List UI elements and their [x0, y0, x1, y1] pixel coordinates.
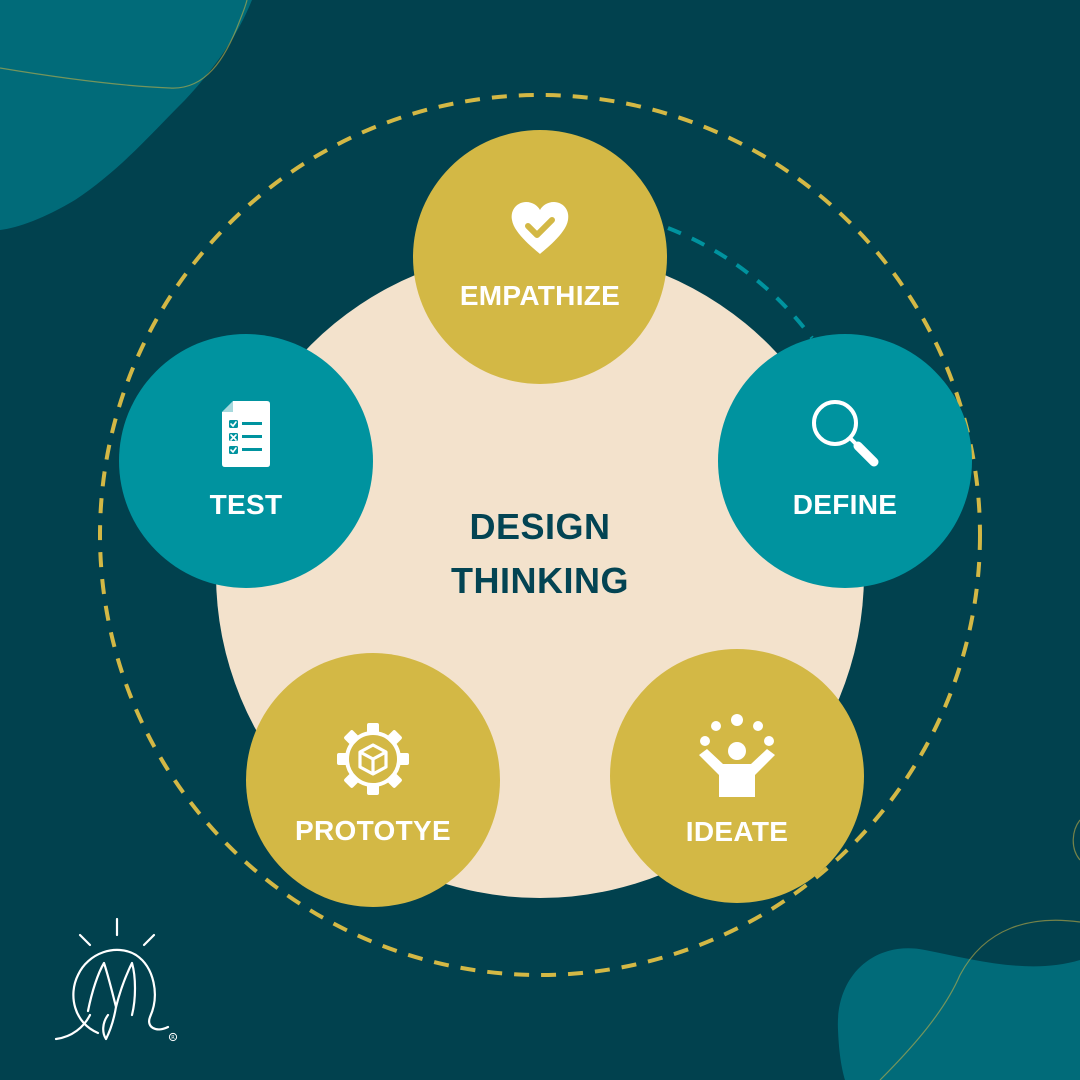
stage-node-ideate: IDEATE	[610, 649, 864, 903]
bottom-right-blob-line	[879, 919, 1080, 1080]
stage-label-ideate: IDEATE	[685, 816, 789, 847]
outer-dashed-ring	[98, 93, 982, 977]
stage-label-test: TEST	[209, 489, 283, 520]
stage-label-define: DEFINE	[792, 489, 898, 520]
bottom-right-blob	[837, 948, 1080, 1080]
top-left-blob	[0, 0, 252, 230]
heart-check-icon	[511, 202, 569, 254]
lightbulb-m-logo-icon: R	[54, 917, 178, 1042]
top-left-blob-line	[0, 0, 248, 89]
magnifying-glass-icon	[812, 400, 879, 467]
svg-text:R: R	[171, 1035, 175, 1041]
center-title: DESIGN THINKING	[451, 506, 629, 601]
stage-label-prototype: PROTOTYE	[295, 815, 451, 846]
stage-node-prototype: PROTOTYE	[246, 653, 500, 907]
stage-label-empathize: EMPATHIZE	[459, 280, 621, 311]
stage-node-test: TEST	[119, 334, 373, 588]
stage-node-empathize: EMPATHIZE	[413, 130, 667, 384]
checklist-document-icon	[222, 401, 270, 467]
stage-node-define: DEFINE	[718, 334, 972, 588]
right-edge-arc	[1072, 819, 1080, 861]
person-ideas-icon	[699, 714, 775, 797]
teal-dashed-arc	[667, 226, 814, 340]
gear-cube-icon	[337, 723, 409, 795]
